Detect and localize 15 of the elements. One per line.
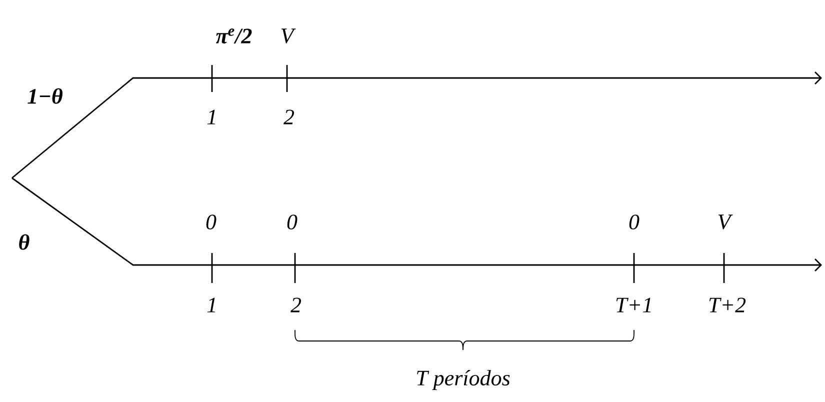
payoff-label: 0 <box>287 214 298 230</box>
period-label: T+2 <box>709 298 746 312</box>
period-label: 1 <box>207 298 216 312</box>
payoff-label: V <box>718 214 733 230</box>
payoff-label: 0 <box>206 214 216 230</box>
payoff-label: 0 <box>629 214 640 230</box>
brace-label: T períodos <box>417 370 510 390</box>
period-label: 2 <box>284 110 294 124</box>
period-label: 1 <box>207 110 216 124</box>
period-label: 2 <box>290 298 302 312</box>
payoff-label: π$^{e}$/2 <box>216 28 252 44</box>
probability-label: 1−θ <box>28 88 62 104</box>
payoff-label: V <box>281 28 296 44</box>
probability-label: θ <box>19 234 30 250</box>
period-label: T+1 <box>616 298 651 312</box>
